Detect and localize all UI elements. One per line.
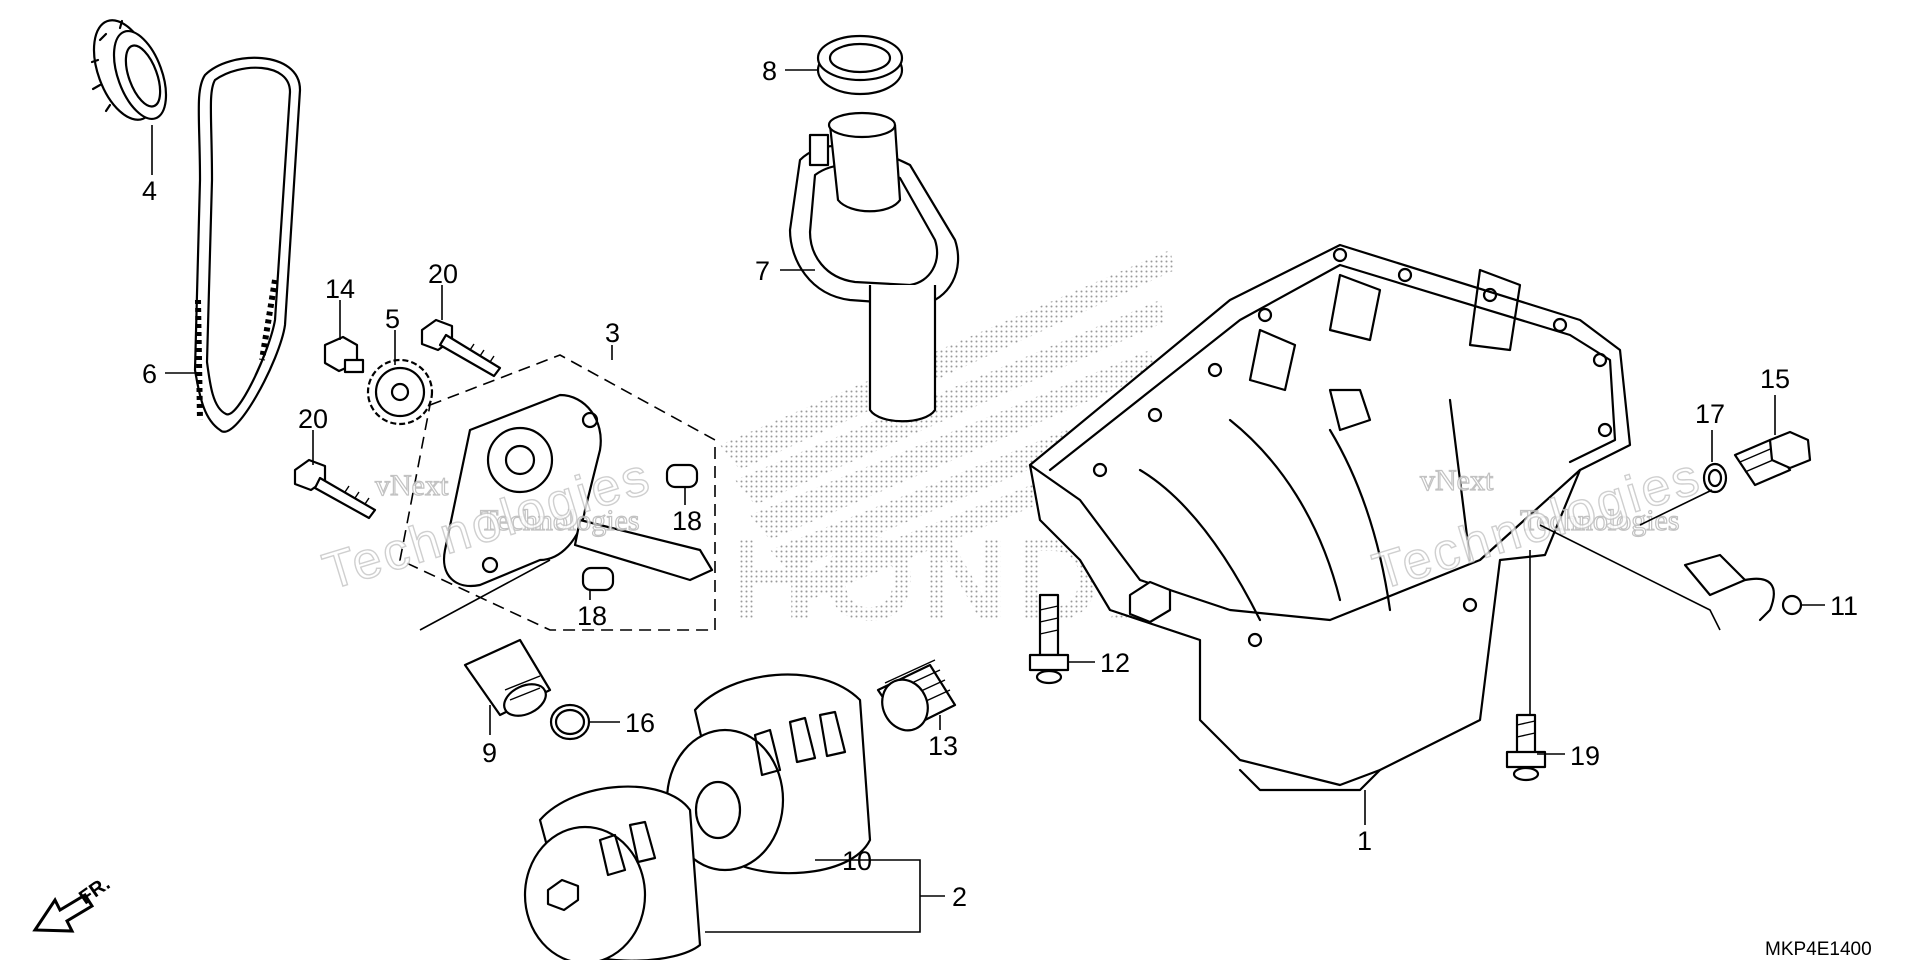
callout-4: 4 — [142, 176, 157, 206]
direction-arrow: FR. — [32, 873, 114, 933]
relief-valve — [463, 638, 552, 717]
oil-strainer — [788, 111, 960, 423]
sealing-washer — [1702, 462, 1728, 494]
callout-2: 2 — [952, 882, 967, 912]
callout-20-lower: 20 — [298, 404, 328, 434]
callout-18-lower: 18 — [577, 601, 607, 631]
leader-lines — [151, 69, 1825, 933]
watermark-vnext-right: vNext — [1420, 464, 1494, 497]
filter-boss — [876, 659, 957, 732]
callout-8: 8 — [762, 56, 777, 86]
callout-5: 5 — [385, 304, 400, 334]
oil-filter-cartridge — [665, 673, 872, 875]
callout-12: 12 — [1100, 648, 1130, 678]
callout-3: 3 — [605, 318, 620, 348]
oil-pump-assembly — [399, 354, 716, 631]
drain-bolt — [1733, 430, 1812, 487]
drive-chain — [193, 56, 302, 433]
wire-clamp — [1683, 553, 1803, 622]
pump-bolt-lower — [293, 458, 377, 520]
pump-drive-sprocket — [90, 19, 168, 121]
oil-filter-assembly — [523, 785, 702, 960]
callout-10: 10 — [842, 846, 872, 876]
flange-bolt-left — [1028, 593, 1070, 685]
callout-15: 15 — [1760, 364, 1790, 394]
callout-6: 6 — [142, 359, 157, 389]
o-ring — [549, 703, 591, 741]
flange-bolt-right — [1505, 713, 1547, 782]
callout-11: 11 — [1830, 591, 1858, 621]
callout-20-upper: 20 — [428, 259, 458, 289]
callout-7: 7 — [755, 256, 770, 286]
sprocket-bolt — [323, 335, 365, 374]
callout-13: 13 — [928, 731, 958, 761]
dowel-pin-upper — [665, 463, 699, 489]
callout-16: 16 — [625, 708, 655, 738]
callout-14: 14 — [325, 274, 355, 304]
callouts: 4 6 14 5 20 3 20 18 18 8 7 9 16 13 10 2 … — [142, 56, 1858, 912]
callout-1: 1 — [1357, 826, 1372, 856]
oil-pan — [1028, 243, 1632, 792]
watermark-technologies-right: Technologies — [1520, 504, 1680, 537]
callout-18-upper: 18 — [672, 506, 702, 536]
dowel-pin-lower — [581, 566, 615, 592]
watermark-vnext-left: vNext — [375, 469, 449, 502]
strainer-seal — [816, 34, 904, 96]
watermark-technologies-left: Technologies — [480, 504, 640, 537]
callout-17: 17 — [1695, 399, 1725, 429]
callout-9: 9 — [482, 738, 497, 768]
pump-driven-sprocket — [366, 358, 434, 426]
pump-bolt-upper — [420, 318, 502, 378]
callout-19: 19 — [1570, 741, 1600, 771]
drawing-code: MKP4E1400 — [1765, 939, 1872, 960]
